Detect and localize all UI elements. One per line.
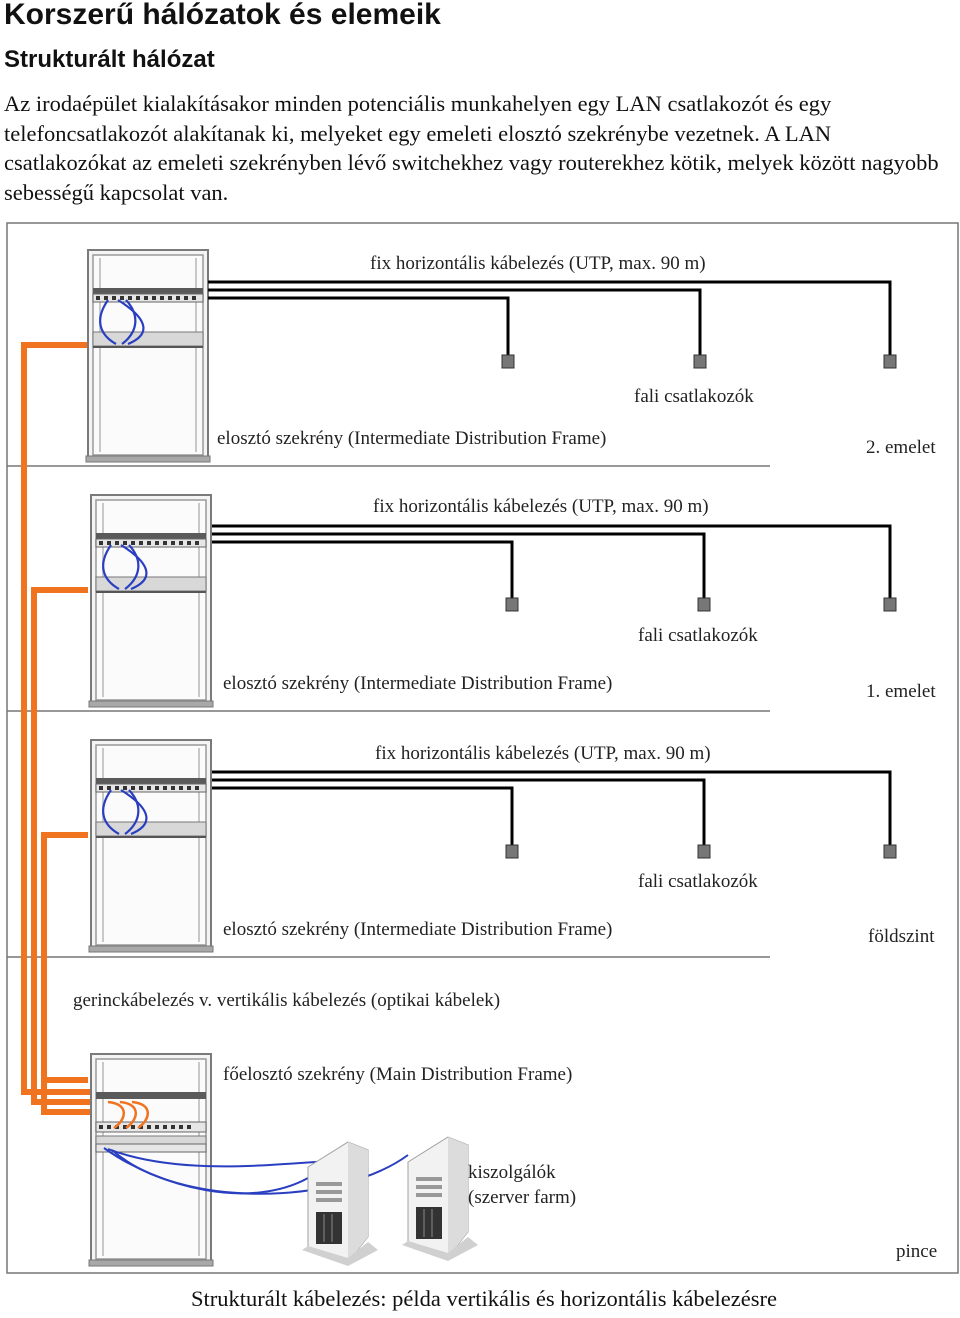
- patch-panel: [95, 538, 207, 548]
- cabinet-label: elosztó szekrény (Intermediate Distribut…: [223, 919, 612, 940]
- horizontal-utp: [212, 524, 892, 598]
- mdf-label: főelosztó szekrény (Main Distribution Fr…: [223, 1064, 572, 1085]
- fiber-backbone: [21, 342, 108, 1115]
- cabling-label: fix horizontális kábelezés (UTP, max. 90…: [375, 743, 711, 764]
- structured-cabling-diagram: fix horizontális kábelezés (UTP, max. 90…: [6, 222, 959, 1274]
- section-title: Strukturált hálózat: [4, 46, 215, 73]
- page-title: Korszerű hálózatok és elemeik: [4, 0, 441, 31]
- patch-cords: [99, 299, 145, 346]
- backbone-label: gerinckábelezés v. vertikális kábelezés …: [73, 990, 500, 1011]
- cabling-label: fix horizontális kábelezés (UTP, max. 90…: [370, 253, 706, 274]
- wall-outlet-icon: [501, 354, 897, 369]
- servers-sublabel: (szerver farm): [468, 1187, 576, 1208]
- wall-outlet-icon: [505, 844, 897, 859]
- floor-name: 2. emelet: [866, 437, 936, 458]
- fiber-patch-panel: [95, 1121, 207, 1153]
- outlets-label: fali csatlakozók: [638, 625, 758, 646]
- patch-panel: [95, 783, 207, 793]
- floor-name: pince: [896, 1241, 937, 1262]
- floor-name: földszint: [868, 926, 935, 947]
- outlets-label: fali csatlakozók: [638, 871, 758, 892]
- horizontal-utp: [212, 770, 892, 845]
- idf-cabinet: [85, 249, 211, 463]
- fiber-patch-cords: [107, 1100, 149, 1130]
- floor-1: fix horizontális kábelezés (UTP, max. 90…: [88, 494, 936, 708]
- figure-caption: Strukturált kábelezés: példa vertikális …: [190, 1286, 778, 1311]
- basement: gerinckábelezés v. vertikális kábelezés …: [73, 990, 937, 1267]
- idf-cabinet: [88, 739, 214, 953]
- server-icon: [401, 1136, 479, 1262]
- outlets-label: fali csatlakozók: [634, 386, 754, 407]
- floor-2: fix horizontális kábelezés (UTP, max. 90…: [85, 249, 936, 463]
- intro-paragraph: Az irodaépület kialakításakor minden pot…: [4, 91, 939, 205]
- figure-frame: [6, 222, 959, 1274]
- floor-name: 1. emelet: [866, 681, 936, 702]
- server-icon: [301, 1141, 379, 1267]
- floor-ground: fix horizontális kábelezés (UTP, max. 90…: [88, 739, 935, 953]
- patch-cords: [102, 544, 148, 591]
- idf-cabinet: [88, 494, 214, 708]
- wall-outlet-icon: [505, 597, 897, 612]
- patch-panel: [92, 293, 204, 303]
- patch-cords: [102, 789, 148, 836]
- cabling-label: fix horizontális kábelezés (UTP, max. 90…: [373, 496, 709, 517]
- servers-label: kiszolgálók: [468, 1162, 556, 1183]
- cabinet-label: elosztó szekrény (Intermediate Distribut…: [217, 428, 606, 449]
- horizontal-utp: [208, 280, 892, 355]
- cabinet-label: elosztó szekrény (Intermediate Distribut…: [223, 673, 612, 694]
